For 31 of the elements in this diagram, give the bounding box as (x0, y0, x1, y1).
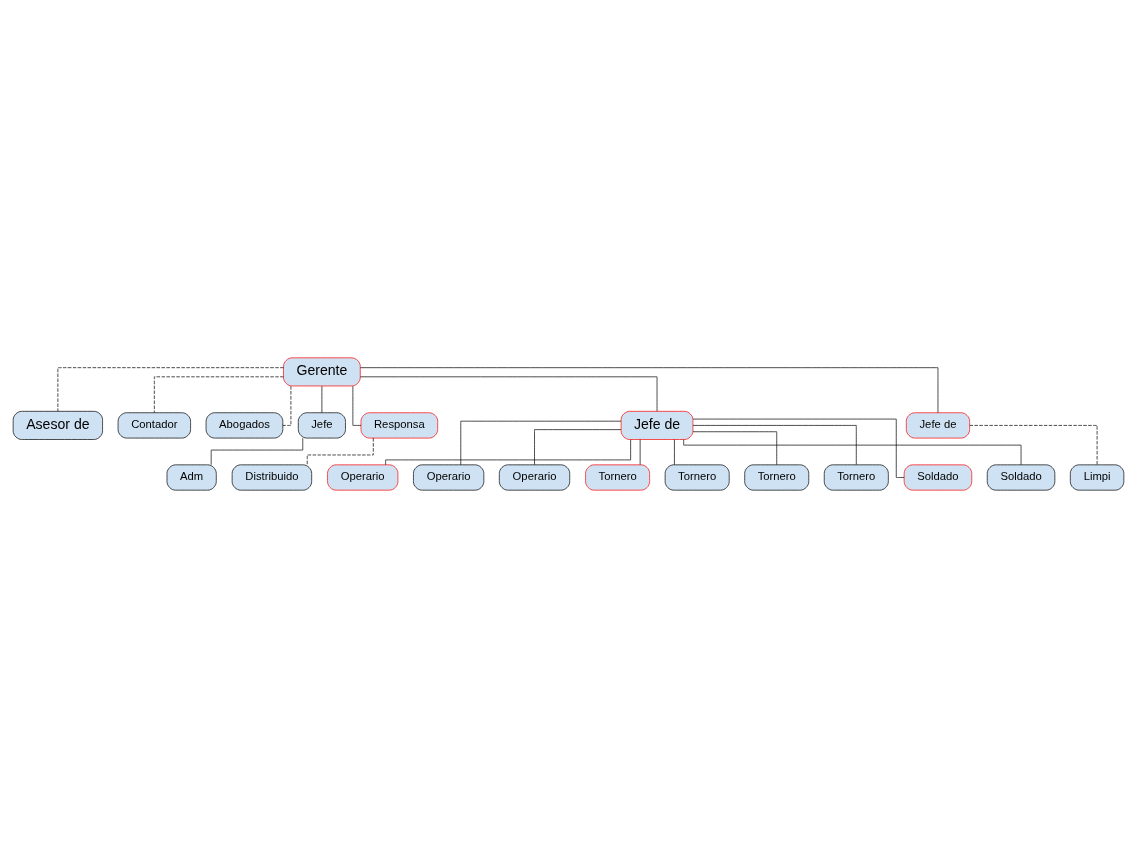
node-box: Distribuido (231, 464, 313, 491)
connector (692, 431, 778, 466)
connector (683, 439, 1022, 466)
node-box: Tornero (823, 464, 889, 491)
node-box: Gerente (283, 357, 361, 387)
connector (674, 439, 675, 466)
connector (534, 429, 622, 466)
connector (321, 385, 323, 414)
node-box: Soldado (986, 464, 1056, 491)
node-box: Tornero (664, 464, 730, 491)
node-box: Jefe (297, 412, 346, 439)
node-box: Operario (327, 464, 399, 491)
connector (692, 418, 905, 478)
node-box: Asesor de (12, 410, 103, 440)
connector (385, 439, 631, 466)
connector (153, 376, 284, 413)
node-box: Adm (166, 464, 217, 491)
node-box: Soldado (903, 464, 973, 491)
node-box: Tornero (585, 464, 650, 491)
node-box: Responsa (360, 412, 439, 439)
node-box: Contador (117, 412, 191, 439)
node-box: Jefe de (620, 410, 694, 440)
node-box: Operario (498, 464, 571, 491)
node-box: Operario (413, 464, 485, 491)
connector (282, 385, 292, 426)
node-box: Jefe de (905, 412, 970, 439)
node-box: Tornero (744, 464, 810, 491)
node-box: Limpi (1070, 464, 1125, 491)
node-box: Abogados (205, 412, 284, 439)
connector (460, 420, 622, 466)
connector (692, 425, 857, 465)
